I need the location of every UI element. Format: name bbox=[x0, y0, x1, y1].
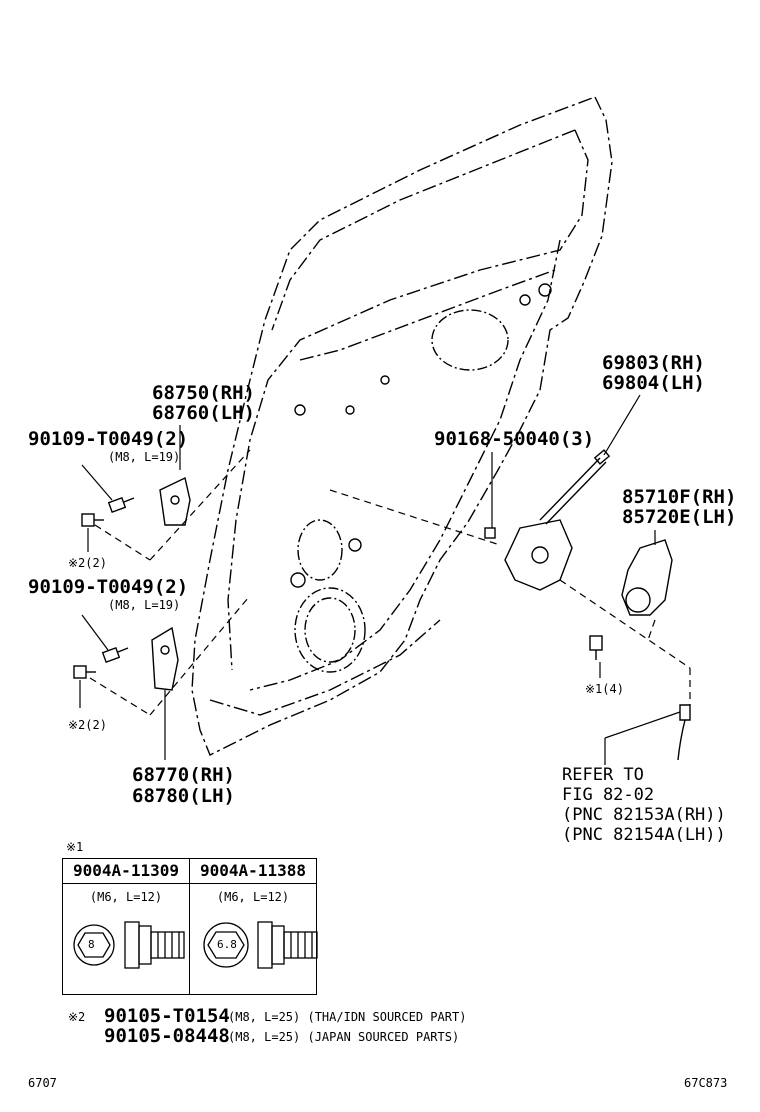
label-85710: 85710F(RH) bbox=[622, 486, 737, 508]
hole-2 bbox=[519, 294, 531, 306]
label-90109-a-dim: (M8, L=19) bbox=[108, 450, 181, 464]
hole-1 bbox=[538, 283, 552, 297]
bolt-regulator bbox=[484, 527, 496, 539]
spec-col1-grade: 8 bbox=[88, 938, 95, 951]
spec-col1-part: 9004A-11309 bbox=[62, 858, 190, 884]
label-68770: 68770(RH) bbox=[132, 764, 235, 786]
leader-69803 bbox=[603, 394, 641, 456]
spec-col2-part: 9004A-11388 bbox=[189, 858, 317, 884]
label-90109-a: 90109-T0049(2) bbox=[28, 428, 189, 450]
spec-col1-body: (M6, L=12) bbox=[62, 883, 190, 995]
guide-lower-hinge bbox=[149, 597, 249, 716]
label-star2-b: ※2(2) bbox=[68, 718, 107, 732]
service-hole-2 bbox=[431, 309, 509, 371]
regulator-top-clip bbox=[593, 449, 611, 465]
label-star2-a: ※2(2) bbox=[68, 556, 107, 570]
guide-lower-bolt bbox=[89, 677, 151, 716]
regulator-pivot bbox=[531, 546, 549, 564]
bolt-lower-1 bbox=[101, 647, 129, 663]
bolt-motor bbox=[589, 635, 603, 660]
footnote-line2-desc: (M8, L=25) (JAPAN SOURCED PARTS) bbox=[228, 1030, 460, 1044]
guide-motor bbox=[559, 579, 691, 669]
hole-5 bbox=[294, 404, 306, 416]
label-90168: 90168-50040(3) bbox=[434, 428, 595, 450]
spec-col2-grade: 6.8 bbox=[217, 938, 237, 951]
label-star1-4: ※1(4) bbox=[585, 682, 624, 696]
footnote-line1-desc: (M8, L=25) (THA/IDN SOURCED PART) bbox=[228, 1010, 467, 1024]
bolt-spec-table: 9004A-11309 9004A-11388 (M6, L=12) (M6, … bbox=[62, 858, 317, 995]
spec-col2-body: (M6, L=12) bbox=[189, 883, 317, 995]
label-90109-b: 90109-T0049(2) bbox=[28, 576, 189, 598]
guide-upper-bolt bbox=[94, 524, 151, 561]
bolt-upper-1 bbox=[107, 497, 135, 513]
bolt-lower-2 bbox=[73, 665, 96, 679]
label-refer-pnc-rh: (PNC 82153A(RH)) bbox=[562, 805, 726, 825]
footnote-line2-part: 90105-08448 bbox=[104, 1025, 230, 1047]
speaker-ring bbox=[304, 597, 356, 663]
window-regulator-body bbox=[504, 519, 573, 591]
table-note: ※1 bbox=[66, 840, 84, 854]
upper-hinge bbox=[159, 476, 191, 526]
service-hole bbox=[297, 519, 343, 581]
footnote-line1-part: 90105-T0154 bbox=[104, 1005, 230, 1027]
footnote-mark: ※2 bbox=[68, 1010, 86, 1024]
window-regulator-rail bbox=[539, 457, 607, 525]
leader-90109b bbox=[81, 614, 109, 651]
label-refer-pnc-lh: (PNC 82154A(LH)) bbox=[562, 825, 726, 845]
speaker-opening bbox=[294, 587, 366, 673]
spec-col1-dim: (M6, L=12) bbox=[89, 890, 163, 904]
label-68780: 68780(LH) bbox=[132, 785, 235, 807]
door-outer-frame bbox=[191, 96, 613, 756]
lower-hinge-hole bbox=[160, 645, 170, 655]
footer-left-code: 6707 bbox=[28, 1076, 57, 1090]
wire-harness bbox=[677, 719, 686, 761]
label-68760: 68760(LH) bbox=[152, 402, 255, 424]
leader-refer-2 bbox=[604, 711, 681, 739]
door-window-frame bbox=[227, 129, 589, 671]
label-90109-b-dim: (M8, L=19) bbox=[108, 598, 181, 612]
door-inner-panel bbox=[249, 239, 561, 691]
label-refer-fig: FIG 82-02 bbox=[562, 785, 655, 805]
regulator-motor bbox=[621, 539, 673, 616]
label-68750: 68750(RH) bbox=[152, 382, 255, 404]
lower-hinge bbox=[151, 626, 179, 691]
upper-hinge-hole bbox=[170, 495, 180, 505]
motor-gear bbox=[625, 587, 651, 613]
wire-connector bbox=[679, 704, 691, 721]
footer-right-code: 67C873 bbox=[684, 1076, 728, 1090]
bolt-upper-2 bbox=[81, 513, 104, 527]
label-69804: 69804(LH) bbox=[602, 372, 705, 394]
guide-upper-hinge bbox=[149, 449, 251, 561]
guide-motor-2 bbox=[647, 619, 656, 641]
door-lower-edge bbox=[209, 619, 441, 716]
label-85720: 85720E(LH) bbox=[622, 506, 737, 528]
spec-col2-dim: (M6, L=12) bbox=[216, 890, 290, 904]
hole-7 bbox=[290, 572, 306, 588]
leader-90109a bbox=[81, 464, 113, 501]
hole-3 bbox=[380, 375, 390, 385]
label-refer-to: REFER TO bbox=[562, 765, 644, 785]
hole-6 bbox=[348, 538, 362, 552]
hole-4 bbox=[345, 405, 355, 415]
guide-regulator bbox=[329, 489, 501, 546]
label-69803: 69803(RH) bbox=[602, 352, 705, 374]
